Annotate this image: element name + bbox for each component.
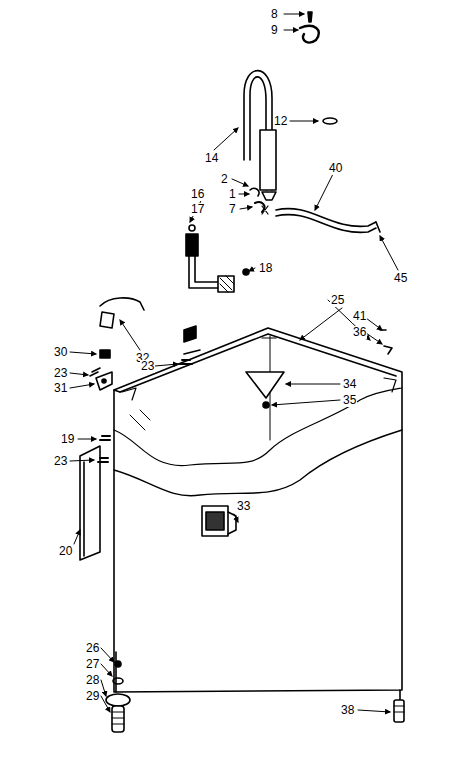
callout-number: 40	[328, 162, 343, 175]
callout-number: 33	[236, 500, 251, 513]
callout-number: 38	[340, 704, 355, 717]
callout-number: 7	[228, 203, 237, 216]
callout-number: 25	[330, 294, 345, 307]
callout-number: 2	[220, 173, 229, 186]
callout-number: 23	[53, 455, 68, 468]
callout-number: 14	[204, 152, 219, 165]
callout-number: 35	[342, 394, 357, 407]
callout-number: 20	[58, 545, 73, 558]
callout-number: 17	[190, 203, 205, 216]
callout-number: 8	[270, 8, 279, 21]
callout-number: 29	[85, 690, 100, 703]
callout-number: 31	[53, 382, 68, 395]
callout-number: 34	[342, 378, 357, 391]
callout-number: 23	[140, 360, 155, 373]
callout-number: 36	[352, 326, 367, 339]
callout-number: 27	[85, 658, 100, 671]
callout-number: 23	[53, 367, 68, 380]
callout-number: 28	[85, 674, 100, 687]
callout-number: 12	[273, 115, 288, 128]
callout-number: 1	[228, 188, 237, 201]
callout-number: 16	[190, 188, 205, 201]
callout-number: 30	[53, 346, 68, 359]
callout-number: 26	[85, 642, 100, 655]
callout-number: 18	[258, 262, 273, 275]
callout-number: 41	[352, 310, 367, 323]
callout-number: 19	[60, 433, 75, 446]
callout-number: 9	[270, 24, 279, 37]
callout-number: 45	[393, 272, 408, 285]
